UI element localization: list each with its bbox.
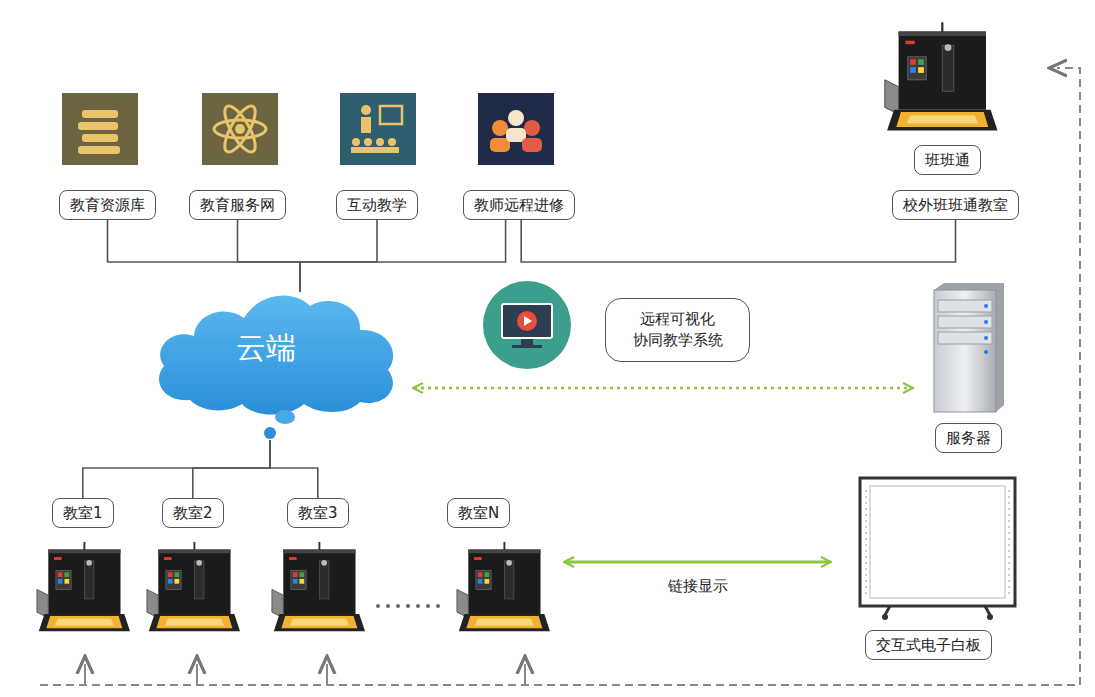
device-group: 交互式电子白板 bbox=[830, 475, 1020, 660]
dashed-return-line bbox=[40, 68, 1080, 685]
whiteboard-illustration bbox=[860, 478, 1015, 620]
node-text: 校外班班通教室 bbox=[903, 196, 1008, 214]
ellipsis-dots bbox=[376, 604, 440, 608]
label-box: 互动教学 bbox=[336, 190, 418, 220]
connector-line bbox=[238, 220, 301, 292]
device bbox=[147, 542, 240, 631]
device bbox=[457, 542, 550, 631]
node-text: 教室2 bbox=[173, 504, 213, 522]
atom-icon bbox=[202, 93, 278, 165]
connector-line bbox=[300, 220, 506, 292]
device-group: 教室N bbox=[445, 498, 565, 638]
node-text: 班班通 bbox=[925, 151, 970, 169]
node-text: 教室N bbox=[458, 504, 499, 522]
link-arrow bbox=[414, 387, 912, 390]
connector-line bbox=[270, 440, 318, 498]
node-text: 服务器 bbox=[946, 429, 991, 447]
label-box: 教育服务网 bbox=[189, 190, 286, 220]
label-box: 服务器 bbox=[935, 423, 1002, 453]
device bbox=[272, 542, 365, 631]
link-arrow bbox=[414, 387, 445, 390]
label-box: 交互式电子白板 bbox=[865, 630, 992, 660]
connector-line bbox=[193, 440, 270, 498]
people-icon bbox=[478, 93, 554, 165]
node-text: 远程可视化 协同教学系统 bbox=[618, 309, 737, 351]
link-arrow bbox=[565, 561, 830, 564]
node-text: 互动教学 bbox=[347, 196, 407, 214]
cloud: 云端 bbox=[150, 288, 402, 440]
device-group: 教室3 bbox=[268, 498, 368, 638]
node-text: 教育服务网 bbox=[200, 196, 275, 214]
connector-line bbox=[521, 220, 955, 262]
system-box: 远程可视化 协同教学系统 bbox=[605, 298, 750, 362]
monitor-icon bbox=[483, 281, 571, 369]
node-text: 教育资源库 bbox=[70, 196, 145, 214]
label-box: 教育资源库 bbox=[59, 190, 156, 220]
device-group: 教室1 bbox=[30, 498, 135, 638]
books-icon bbox=[62, 93, 138, 165]
device bbox=[885, 22, 998, 130]
teaching-icon bbox=[340, 93, 416, 165]
connector-line bbox=[108, 220, 301, 292]
label-box: 校外班班通教室 bbox=[892, 190, 1019, 220]
node-text: 教室1 bbox=[63, 504, 103, 522]
connector-line bbox=[83, 440, 270, 498]
connector-line bbox=[300, 220, 377, 292]
label-box: 教师远程进修 bbox=[463, 190, 575, 220]
device bbox=[37, 542, 130, 631]
label-box: 教室N bbox=[447, 498, 510, 528]
node-text: 云端 bbox=[236, 331, 296, 365]
label-box: 教室1 bbox=[52, 498, 114, 528]
device-group: 教室2 bbox=[143, 498, 243, 638]
device-group: 服务器 bbox=[912, 283, 1024, 453]
label-box: 教室3 bbox=[287, 498, 349, 528]
edge-label: 链接显示 bbox=[665, 576, 731, 596]
node-text: 教室3 bbox=[298, 504, 338, 522]
server-illustration bbox=[934, 283, 1004, 412]
node-text: 教师远程进修 bbox=[474, 196, 564, 214]
label-box: 班班通 bbox=[914, 145, 981, 175]
label-box: 教室2 bbox=[162, 498, 224, 528]
node-text: 交互式电子白板 bbox=[876, 636, 981, 654]
